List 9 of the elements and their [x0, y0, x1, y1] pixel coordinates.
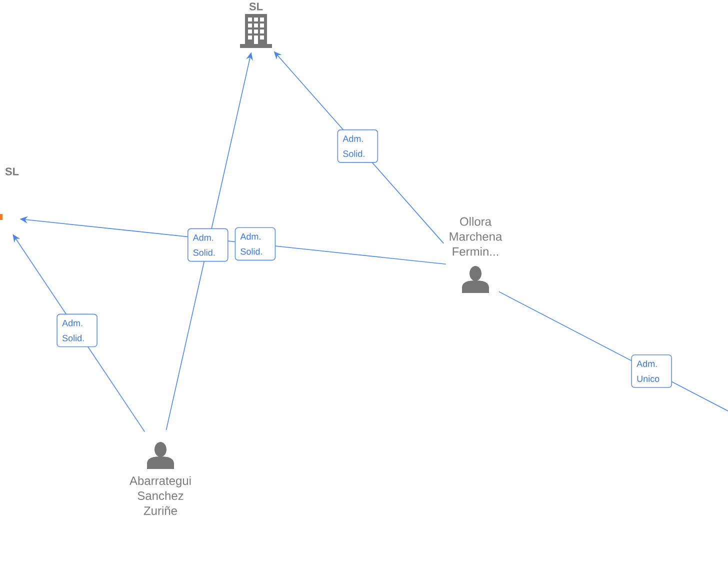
person-name: Ollora Marchena Fermin... — [450, 217, 502, 256]
person-name: Abarrategui Sanchez Zuriñe — [130, 476, 191, 515]
edge-label: Adm. Unico — [631, 354, 672, 388]
edge-label: Adm. Solid. — [187, 228, 228, 262]
company-name: SL — [5, 168, 19, 176]
company-name: SL — [249, 2, 263, 10]
edge-label: Adm. Solid. — [337, 129, 378, 163]
edge-label: Adm. Solid. — [234, 227, 276, 261]
edge-label: Adm. Solid. — [56, 314, 98, 348]
